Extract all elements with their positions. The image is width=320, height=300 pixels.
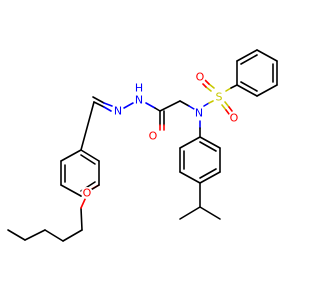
- bond: [80, 154, 96, 165]
- bond: [179, 206, 201, 220]
- bond: [103, 102, 113, 107]
- bonds: [7, 49, 278, 242]
- bond: [240, 54, 258, 65]
- chemical-structure: O N N H O N S O O: [7, 49, 278, 242]
- bond: [204, 79, 210, 85]
- bond: [159, 100, 181, 112]
- bond: [256, 84, 278, 97]
- bond: [62, 229, 83, 242]
- bond: [208, 100, 214, 104]
- bond: [199, 141, 217, 152]
- bond: [92, 96, 105, 104]
- bond: [179, 171, 201, 184]
- atom-n-imine: N: [114, 105, 122, 118]
- bond: [93, 101, 105, 108]
- bond: [44, 229, 64, 242]
- atom-n-sulfonamide: N: [195, 107, 203, 120]
- atom-o-sulfonyl-top: O: [196, 71, 205, 84]
- bond: [240, 81, 258, 92]
- atom-h-hydrazide: H: [135, 82, 143, 95]
- bond: [179, 100, 190, 107]
- bond: [208, 83, 215, 89]
- bond: [256, 49, 278, 62]
- bond: [203, 102, 210, 107]
- bond: [154, 107, 161, 112]
- bond: [199, 136, 221, 149]
- bond: [103, 106, 112, 112]
- bond: [199, 168, 217, 179]
- atom-o-sulfonyl-bottom: O: [230, 112, 239, 125]
- bond: [60, 184, 82, 197]
- bond: [225, 87, 232, 92]
- bond: [80, 196, 87, 209]
- bond: [224, 101, 230, 108]
- bond: [179, 136, 201, 149]
- bond: [236, 84, 258, 97]
- bond: [199, 171, 221, 184]
- bond: [221, 104, 227, 111]
- atom-n-hydrazide: N: [135, 94, 143, 107]
- bond: [205, 86, 212, 92]
- bond: [60, 149, 82, 162]
- bond: [80, 101, 95, 151]
- bond: [199, 206, 221, 220]
- bond: [236, 49, 258, 62]
- bond: [188, 105, 195, 110]
- bond: [228, 106, 233, 112]
- bond: [202, 83, 207, 88]
- bond: [24, 229, 46, 241]
- bond: [230, 84, 238, 89]
- bond: [80, 207, 83, 231]
- bond: [225, 109, 230, 115]
- atom-o-carbonyl: O: [149, 130, 158, 143]
- atom-s: S: [216, 91, 223, 104]
- bond: [145, 102, 156, 109]
- atom-labels: O N N H O N S O O: [81, 71, 240, 200]
- bond: [123, 102, 134, 109]
- bond: [7, 229, 26, 241]
- atom-o-ether: O: [83, 187, 92, 200]
- bond: [80, 149, 100, 162]
